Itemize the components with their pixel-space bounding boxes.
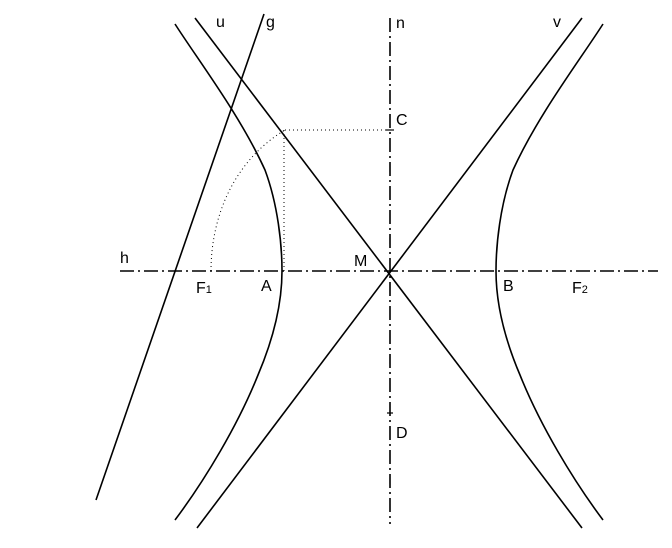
hyperbola-left-branch <box>174 23 283 521</box>
label-v: v <box>553 14 561 31</box>
asymptote-v <box>196 17 583 529</box>
label-u: u <box>216 14 225 31</box>
label-g: g <box>266 14 275 31</box>
tangent-g <box>95 13 265 501</box>
label-f1-subscript: 1 <box>206 284 212 296</box>
label-c: C <box>396 112 408 129</box>
label-m: M <box>354 253 367 270</box>
label-b: B <box>503 278 514 295</box>
label-n: n <box>396 15 405 32</box>
label-a: A <box>261 278 272 295</box>
label-h: h <box>120 250 129 267</box>
label-d: D <box>396 425 408 442</box>
label-f1: F1 <box>196 280 212 297</box>
label-f2: F2 <box>572 280 588 297</box>
label-f2-subscript: 2 <box>582 284 588 296</box>
hyperbola-right-branch <box>495 23 604 521</box>
